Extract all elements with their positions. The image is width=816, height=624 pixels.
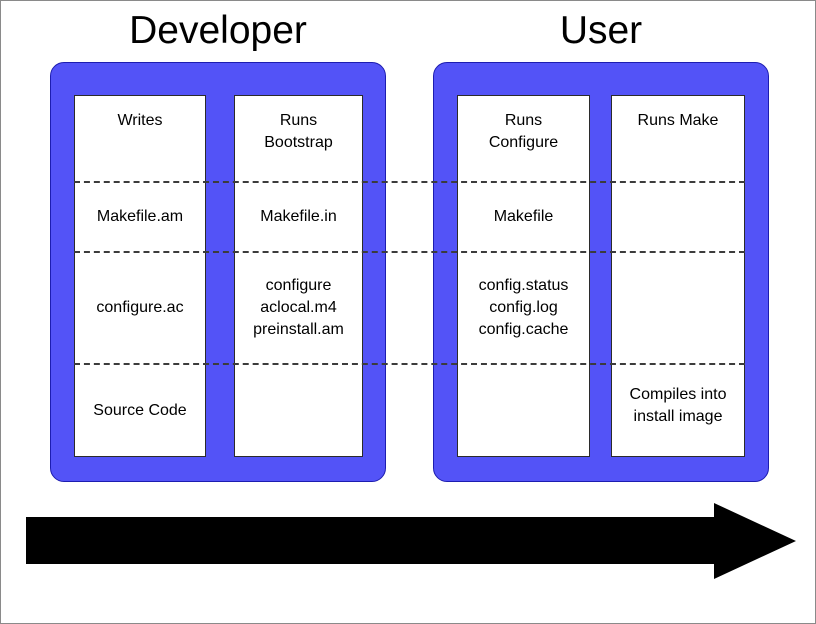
- stage-column-make: Runs Make Compiles into install image: [611, 95, 745, 457]
- cell-bootstrap-outputs: configure aclocal.m4 preinstall.am: [235, 252, 362, 364]
- stage-column-writes: Writes Makefile.am configure.ac Source C…: [74, 95, 206, 457]
- cell-configure-action: Runs Configure: [458, 96, 589, 182]
- cell-make-compiles: Compiles into install image: [612, 364, 744, 458]
- cell-bootstrap-outputs-line3: preinstall.am: [253, 321, 344, 338]
- cell-bootstrap-action: Runs Bootstrap: [235, 96, 362, 182]
- stage-separator-3: [74, 363, 745, 365]
- stage-column-configure: Runs Configure Makefile config.status co…: [457, 95, 590, 457]
- cell-make-compiles-line2: install image: [633, 408, 723, 425]
- cell-writes-configure-ac: configure.ac: [96, 299, 184, 316]
- stage-column-bootstrap: Runs Bootstrap Makefile.in configure acl…: [234, 95, 363, 457]
- cell-configure-outputs-line1: config.status: [478, 277, 569, 294]
- cell-configure-empty: [458, 364, 589, 458]
- cell-make-compiles-line1: Compiles into: [629, 386, 727, 403]
- cell-configure-makefile: Makefile: [493, 208, 554, 225]
- stage-separator-1: [74, 181, 745, 183]
- cell-make-empty-1: [612, 182, 744, 252]
- cell-make-empty-2: [612, 252, 744, 364]
- cell-bootstrap-action-line1: Runs: [279, 112, 318, 129]
- cell-bootstrap-outputs-line1: configure: [265, 277, 332, 294]
- cell-configure-outputs: config.status config.log config.cache: [458, 252, 589, 364]
- cell-bootstrap-makefile-in: Makefile.in: [260, 208, 337, 225]
- cell-bootstrap-empty: [235, 364, 362, 458]
- time-progression-arrow: [26, 501, 796, 581]
- cell-writes-source-code: Source Code: [93, 402, 187, 419]
- cell-bootstrap-action-line2: Bootstrap: [264, 134, 333, 151]
- cell-configure-action-line2: Configure: [488, 134, 559, 151]
- cell-bootstrap-outputs-line2: aclocal.m4: [260, 299, 337, 316]
- stage-separator-2: [74, 251, 745, 253]
- cell-writes-action: Writes: [117, 112, 163, 129]
- cell-configure-action-line1: Runs: [504, 112, 543, 129]
- section-title-user: User: [559, 9, 643, 52]
- cell-configure-outputs-line2: config.log: [489, 299, 558, 316]
- cell-configure-outputs-line3: config.cache: [478, 321, 569, 338]
- section-title-developer: Developer: [129, 9, 307, 52]
- cell-writes-makefile-am: Makefile.am: [96, 208, 184, 225]
- cell-make-action: Runs Make: [637, 112, 719, 129]
